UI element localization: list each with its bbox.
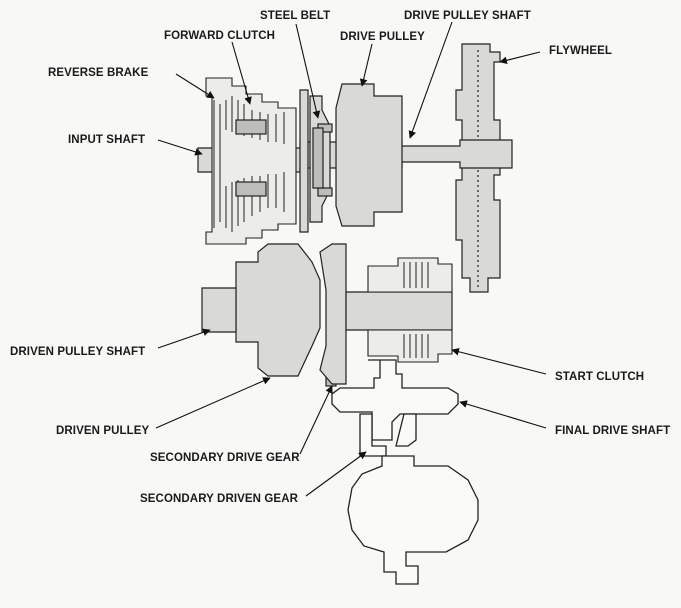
leader-lines [155,21,547,497]
label-driven-pulley-shaft: DRIVEN PULLEY SHAFT [10,346,146,358]
label-secondary-drive-gear: SECONDARY DRIVE GEAR [150,452,300,464]
label-input-shaft: INPUT SHAFT [68,134,146,146]
label-drive-pulley: DRIVE PULLEY [340,31,425,43]
final-drive-part [331,359,479,585]
label-drive-pulley-shaft: DRIVE PULLEY SHAFT [404,10,531,22]
label-secondary-driven-gear: SECONDARY DRIVEN GEAR [140,493,299,505]
start-clutch-part [367,257,453,363]
label-start-clutch: START CLUTCH [555,371,645,383]
label-final-drive-shaft: FINAL DRIVE SHAFT [555,425,671,437]
driven-pulley-part [201,243,453,385]
label-forward-clutch: FORWARD CLUTCH [164,30,276,42]
label-flywheel: FLYWHEEL [549,45,612,57]
drive-pulley-part [309,83,403,227]
label-reverse-brake: REVERSE BRAKE [48,67,149,79]
clutch-assembly-part [205,77,309,245]
label-steel-belt: STEEL BELT [260,10,331,22]
label-driven-pulley: DRIVEN PULLEY [56,425,150,437]
